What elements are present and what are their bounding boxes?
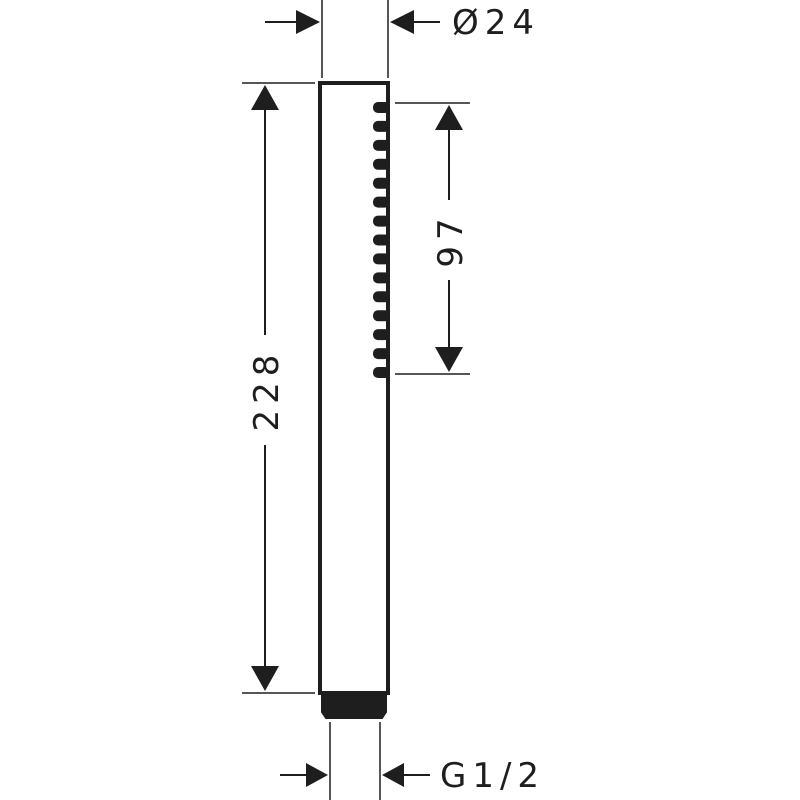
extension-lines — [242, 0, 470, 800]
nozzle — [373, 234, 390, 246]
arrow-icon — [251, 85, 279, 110]
spray-nozzles — [373, 102, 390, 378]
arrowheads — [251, 10, 463, 787]
nozzle — [373, 102, 390, 113]
arrow-icon — [251, 666, 279, 691]
nozzle — [373, 367, 390, 378]
nozzle — [373, 139, 390, 151]
nozzle — [373, 329, 390, 341]
nozzle — [373, 291, 390, 303]
nozzle — [373, 120, 390, 132]
nozzle — [373, 272, 390, 284]
total-length-label: 228 — [247, 349, 287, 432]
thread-connector — [321, 692, 387, 719]
thread-label: G1/2 — [440, 756, 545, 796]
arrow-icon — [435, 105, 463, 130]
nozzle — [373, 215, 390, 227]
arrow-icon — [382, 763, 404, 787]
nozzle — [373, 310, 390, 322]
nozzle — [373, 348, 390, 360]
arrow-icon — [390, 10, 414, 34]
arrow-icon — [306, 763, 328, 787]
diameter-label: Ø24 — [452, 3, 540, 43]
nozzle — [373, 253, 390, 265]
nozzle — [373, 158, 390, 170]
shower-body — [318, 81, 390, 695]
arrow-icon — [296, 10, 320, 34]
nozzle — [373, 177, 390, 189]
nozzle — [373, 196, 390, 208]
spray-length-label: 97 — [431, 212, 471, 267]
arrow-icon — [435, 347, 463, 372]
